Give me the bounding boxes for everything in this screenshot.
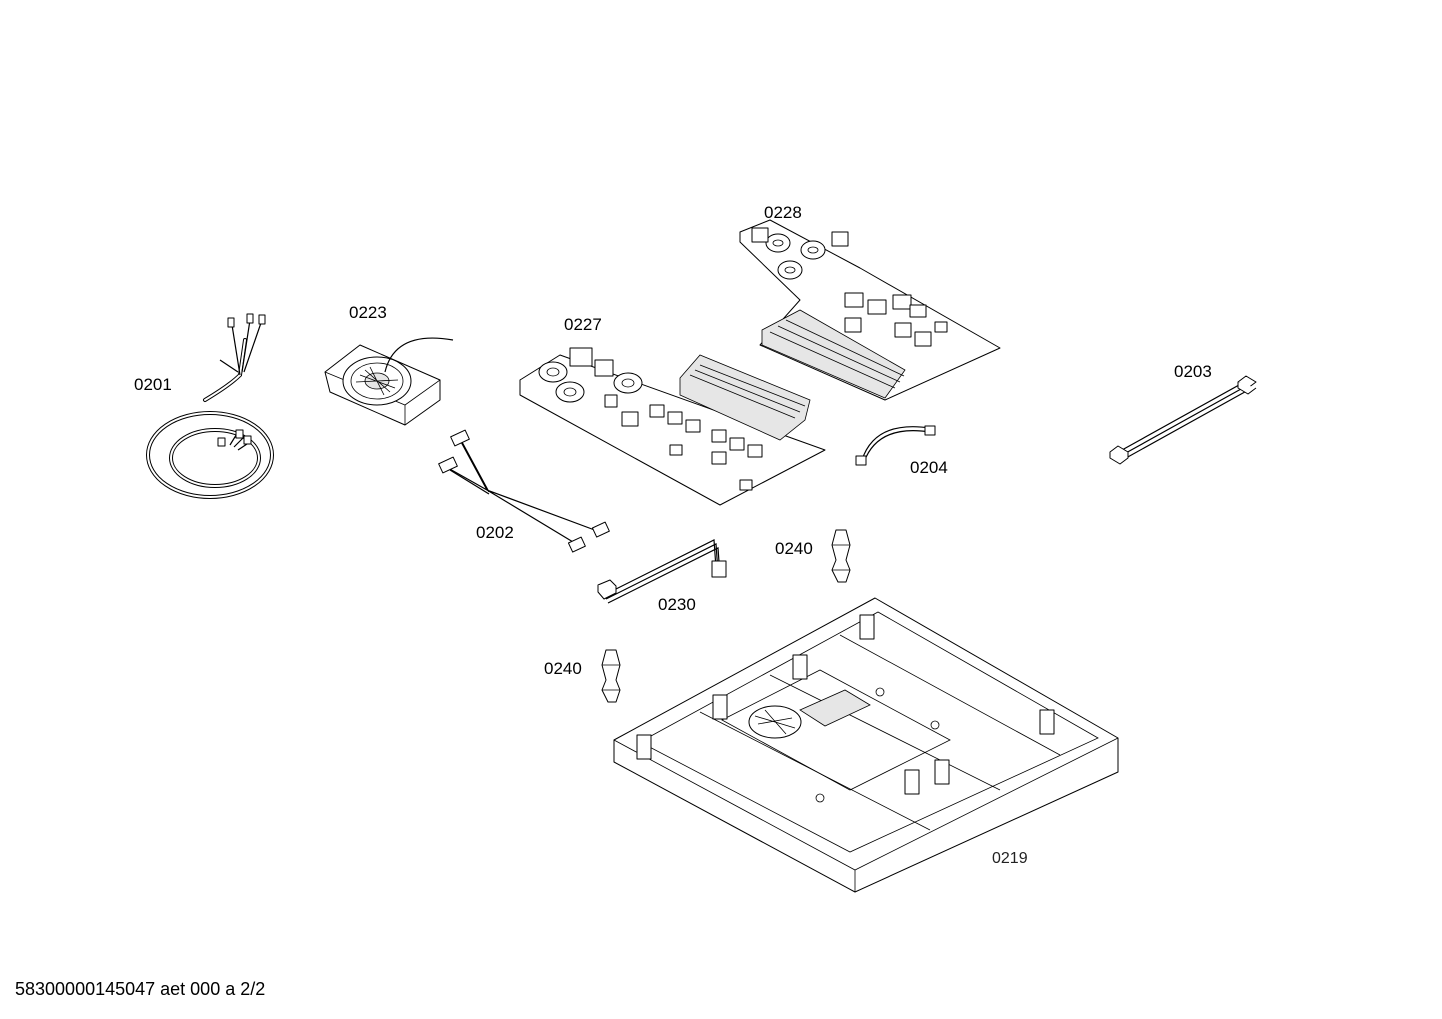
part-0204-jumper-wire (855, 425, 936, 466)
label-0223: 0223 (349, 303, 387, 322)
label-0240-lower: 0240 (544, 659, 582, 678)
label-0203: 0203 (1174, 362, 1212, 381)
label-0204: 0204 (910, 458, 948, 477)
part-0203-ribbon-cable (1109, 375, 1257, 465)
label-0219: 0219 (992, 850, 1028, 867)
part-0201-power-cable (146, 313, 274, 499)
label-0202: 0202 (476, 523, 514, 542)
part-0228-control-board (739, 219, 1001, 401)
part-0219-housing-tray (613, 597, 1119, 893)
label-0228: 0228 (764, 203, 802, 222)
document-reference: 58300000145047 aet 000 a 2/2 (15, 979, 266, 999)
label-0201: 0201 (134, 375, 172, 394)
part-0223-fan (324, 337, 454, 426)
label-0240-upper: 0240 (775, 539, 813, 558)
part-0227-power-board (519, 347, 826, 506)
part-0240-spacer-b (601, 649, 621, 703)
part-0230-ribbon-connector (597, 539, 727, 604)
part-0202-wire-harness (438, 429, 610, 553)
label-0230: 0230 (658, 595, 696, 614)
label-0227: 0227 (564, 315, 602, 334)
part-0240-spacer-a (831, 529, 851, 583)
